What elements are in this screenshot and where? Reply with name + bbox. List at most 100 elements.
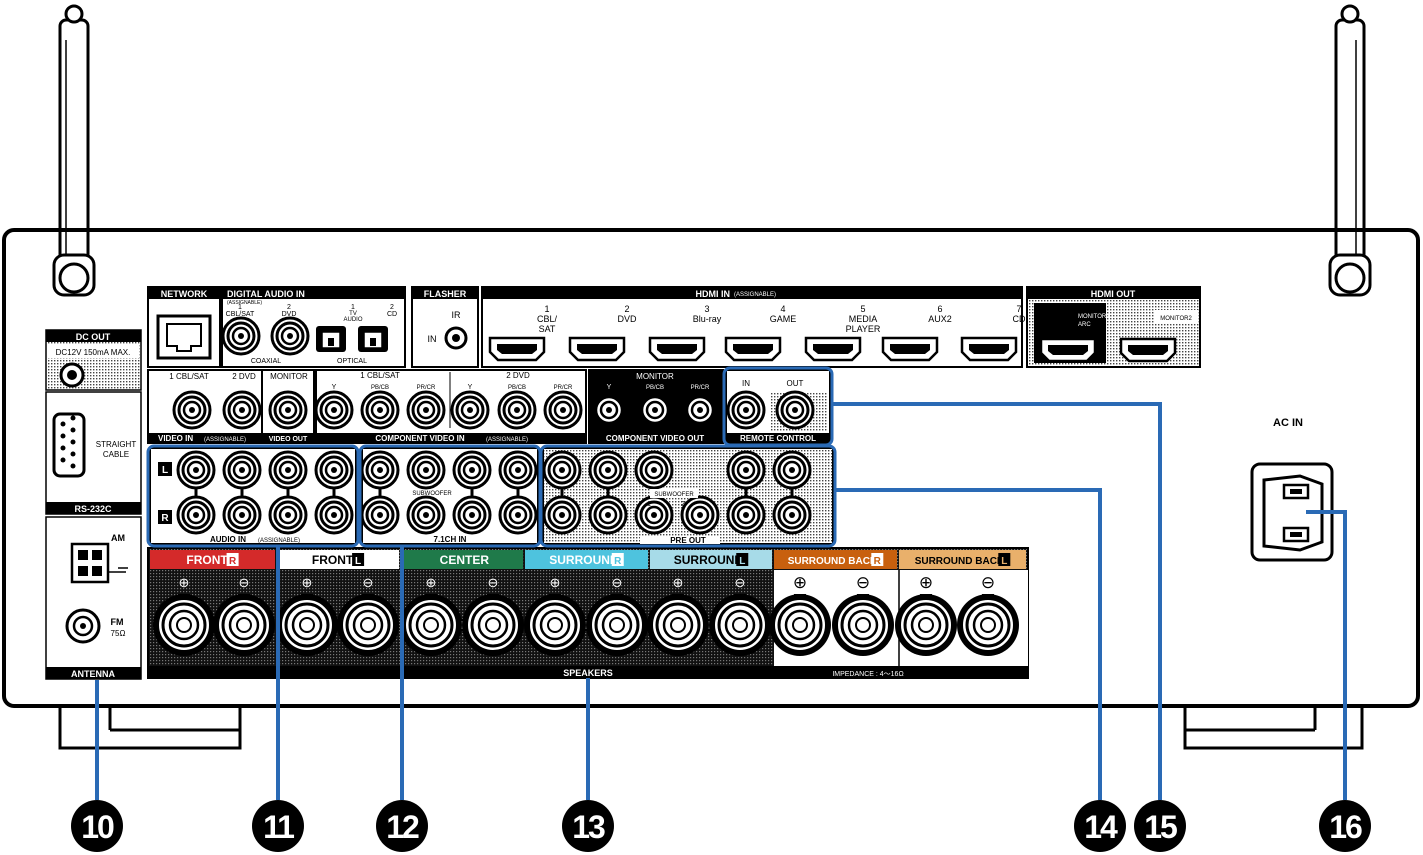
antenna-label: ANTENNA (71, 669, 115, 679)
speaker-terminal-plus-6 (767, 592, 833, 658)
component-2-label: 2 DVD (506, 371, 530, 380)
callout-number-12: 12 (386, 809, 419, 845)
speaker-header-bg-3 (401, 550, 523, 569)
callout-number-11: 11 (263, 809, 294, 845)
flasher-section: FLASHER IR IN (411, 286, 479, 368)
compout-pr-label: PR/CR (691, 385, 710, 391)
plus-icon: ⊕ (550, 575, 561, 590)
speaker-side-label-5: L (739, 556, 745, 567)
speaker-terminal-minus-2 (335, 592, 401, 658)
component-video-out-label: COMPONENT VIDEO OUT (606, 434, 704, 443)
am-terminal (70, 542, 110, 584)
plus-icon: ⊕ (179, 575, 190, 590)
impedance-label: IMPEDANCE : 4～16Ω (832, 671, 903, 678)
hdmi-in-5-num: 5 (860, 304, 865, 314)
speaker-header-label-2: FRONT (312, 553, 354, 567)
minus-icon: ⊖ (239, 575, 250, 590)
minus-icon: ⊖ (363, 575, 374, 590)
speaker-header-label-5: SURROUND (674, 553, 744, 567)
speaker-header-label-4: SURROUND (549, 553, 619, 567)
audio-in-3r-jack (268, 495, 308, 535)
arc-label: ARC (1078, 322, 1091, 328)
hdmi-in-section: HDMI IN (ASSIGNABLE) 1CBL/SAT2DVD3Blu-ra… (481, 286, 1026, 368)
digital-assignable-label: (ASSIGNABLE) (227, 300, 262, 306)
left-antenna (52, 4, 96, 297)
hdmi-in-2-port (568, 336, 626, 362)
audio-in-label: AUDIO IN (210, 535, 246, 544)
ch71-jack-4 (498, 450, 538, 490)
pre-out-jack-5 (772, 450, 812, 490)
callout-number-15: 15 (1144, 809, 1177, 845)
speaker-side-box-2 (352, 553, 365, 566)
audio-in-1l-jack (176, 450, 216, 490)
left-foot (58, 705, 242, 750)
opt-1-audio: AUDIO (343, 317, 362, 323)
minus-icon: ⊖ (981, 573, 995, 592)
hdmi-in-1-label2: SAT (539, 324, 556, 334)
hdmi-in-3-label: Blu-ray (693, 314, 722, 324)
right-foot (1183, 705, 1364, 750)
minus-icon: ⊖ (856, 573, 870, 592)
hdmi-in-5-label: MEDIA (849, 314, 878, 324)
pre-out-sub-1: 1 (647, 501, 651, 508)
speaker-terminal-minus-5 (707, 592, 773, 658)
callout-highlights (146, 366, 837, 548)
antenna-section: AM FM 75Ω ANTENNA (45, 516, 142, 680)
hdmi-in-1-label: CBL/ (537, 314, 558, 324)
pre-out-jack-9 (680, 495, 720, 535)
callout-badge-12 (376, 800, 428, 852)
speaker-terminal-minus-1 (211, 592, 277, 658)
callout-badge-15 (1134, 800, 1186, 852)
plus-icon: ⊕ (302, 575, 313, 590)
hdmi-in-6-port (881, 336, 939, 362)
dc-out-spec: DC12V 150mA MAX. (56, 348, 131, 357)
dc-out-label: DC OUT (76, 332, 111, 342)
speaker-header-bg-1 (150, 550, 275, 569)
pre-out-jack-10 (726, 495, 766, 535)
flasher-label: FLASHER (424, 289, 467, 299)
speaker-side-box-7 (998, 553, 1011, 566)
ac-in-section: AC IN (1250, 417, 1334, 562)
speaker-terminal-minus-6 (830, 592, 896, 658)
speaker-side-label-4: R (614, 556, 622, 567)
component-1-y-jack (314, 390, 354, 430)
hdmi-in-1-port (488, 336, 546, 362)
hdmi-out-monitor1-port (1039, 337, 1097, 363)
ch71-jack-1 (360, 450, 400, 490)
ch71-jack-8 (498, 495, 538, 535)
speaker-header-label-6: SURROUND BACK (788, 556, 878, 567)
coax-1-num: 1 (238, 304, 242, 311)
ch71-subwoofer-label: SUBWOOFER (412, 491, 452, 497)
rs232c-label: RS-232C (74, 504, 112, 514)
digital-audio-in-section: DIGITAL AUDIO IN (ASSIGNABLE) 1 CBL/SAT … (221, 286, 406, 368)
pre-out-jack-4 (726, 450, 766, 490)
compout-y-label: Y (607, 384, 612, 391)
hdmi-in-7-label: CD (1013, 314, 1026, 324)
chassis (2, 228, 1420, 708)
minus-icon: ⊖ (488, 575, 499, 590)
optical-label: OPTICAL (337, 358, 367, 365)
plus-icon: ⊕ (919, 573, 933, 592)
ch71-jack-5 (360, 495, 400, 535)
pre-out-sub-2: 2 (681, 501, 685, 508)
ch71-in-section: SUBWOOFER 7.1CH IN (360, 447, 539, 545)
coaxial-label: COAXIAL (251, 358, 281, 365)
network-section: NETWORK (147, 286, 221, 368)
coax-2-label: DVD (282, 311, 297, 318)
remote-control-label: REMOTE CONTROL (740, 434, 816, 443)
speaker-terminal-plus-7 (893, 592, 959, 658)
callout-number-10: 10 (81, 809, 114, 845)
speaker-terminal-minus-3 (460, 592, 526, 658)
hdmi-in-3-port (648, 336, 706, 362)
video-in-2-jack (222, 390, 262, 430)
component-out-pr-jack (680, 390, 720, 430)
remote-in-label: IN (742, 379, 750, 388)
cable-label: CABLE (103, 450, 129, 459)
comp1-pr-label: PR/CR (417, 385, 436, 391)
hdmi-in-5-port (804, 336, 862, 362)
speaker-side-label-2: L (355, 556, 361, 567)
component-video-in-section: 1 CBL/SAT 2 DVD Y PB/CB PR/CR Y PB/CB PR… (314, 369, 587, 444)
hdmi-in-6-label: AUX2 (928, 314, 952, 324)
component-2-pr-jack (543, 390, 583, 430)
